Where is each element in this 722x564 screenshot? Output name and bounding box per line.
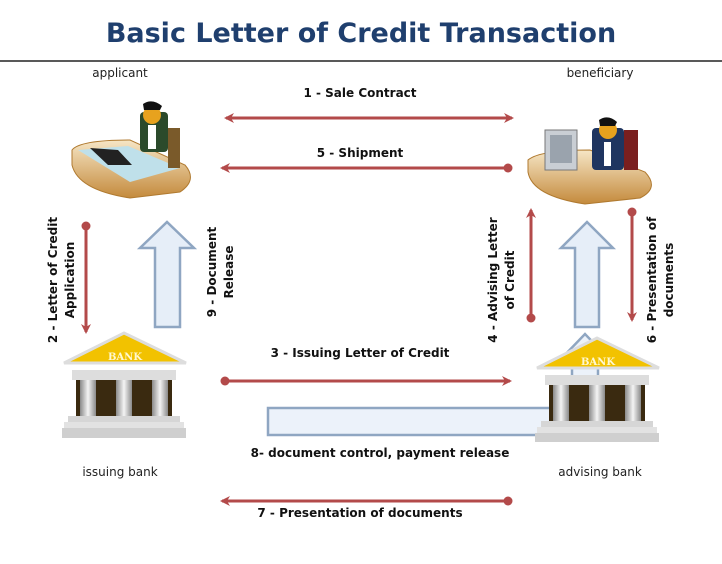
applicant-label: applicant	[92, 66, 148, 80]
step-1-label: 1 - Sale Contract	[303, 86, 416, 100]
svg-text:documents: documents	[662, 243, 676, 318]
svg-text:of Credit: of Credit	[503, 250, 517, 309]
beneficiary-label: beneficiary	[567, 66, 634, 80]
step-3-label: 3 - Issuing Letter of Credit	[271, 346, 450, 360]
step-5-label: 5 - Shipment	[317, 146, 404, 160]
svg-text:6 - Presentation of: 6 - Presentation of	[645, 216, 659, 343]
step-2-label: 2 - Letter of Credit Application	[46, 217, 77, 343]
svg-text:Application: Application	[63, 242, 77, 319]
step-9-label: 9 - Document Release	[205, 227, 236, 318]
step-7-label: 7 - Presentation of documents	[257, 506, 462, 520]
applicant-desk-icon	[71, 101, 191, 199]
step-8-label: 8- document control, payment release	[251, 446, 510, 460]
svg-text:Release: Release	[222, 245, 236, 298]
issuing-bank-label: issuing bank	[82, 465, 157, 479]
step-6-label: 6 - Presentation of documents	[645, 216, 676, 343]
arrow-document-release	[136, 220, 198, 329]
svg-text:BANK: BANK	[581, 357, 615, 368]
svg-text:4 - Advising Letter: 4 - Advising Letter	[486, 217, 500, 342]
svg-text:9 - Document: 9 - Document	[205, 227, 219, 318]
page-title: Basic Letter of Credit Transaction	[106, 18, 616, 49]
beneficiary-desk-icon	[527, 117, 652, 205]
svg-text:2 - Letter of Credit: 2 - Letter of Credit	[46, 217, 60, 343]
advising-bank-label: advising bank	[558, 465, 642, 479]
svg-text:BANK: BANK	[108, 352, 142, 363]
issuing-bank-icon: BANK	[62, 331, 187, 438]
advising-bank-icon: BANK	[535, 336, 660, 442]
arrow-document-to-beneficiary	[557, 220, 617, 329]
step-4-label: 4 - Advising Letter of Credit	[486, 217, 517, 342]
